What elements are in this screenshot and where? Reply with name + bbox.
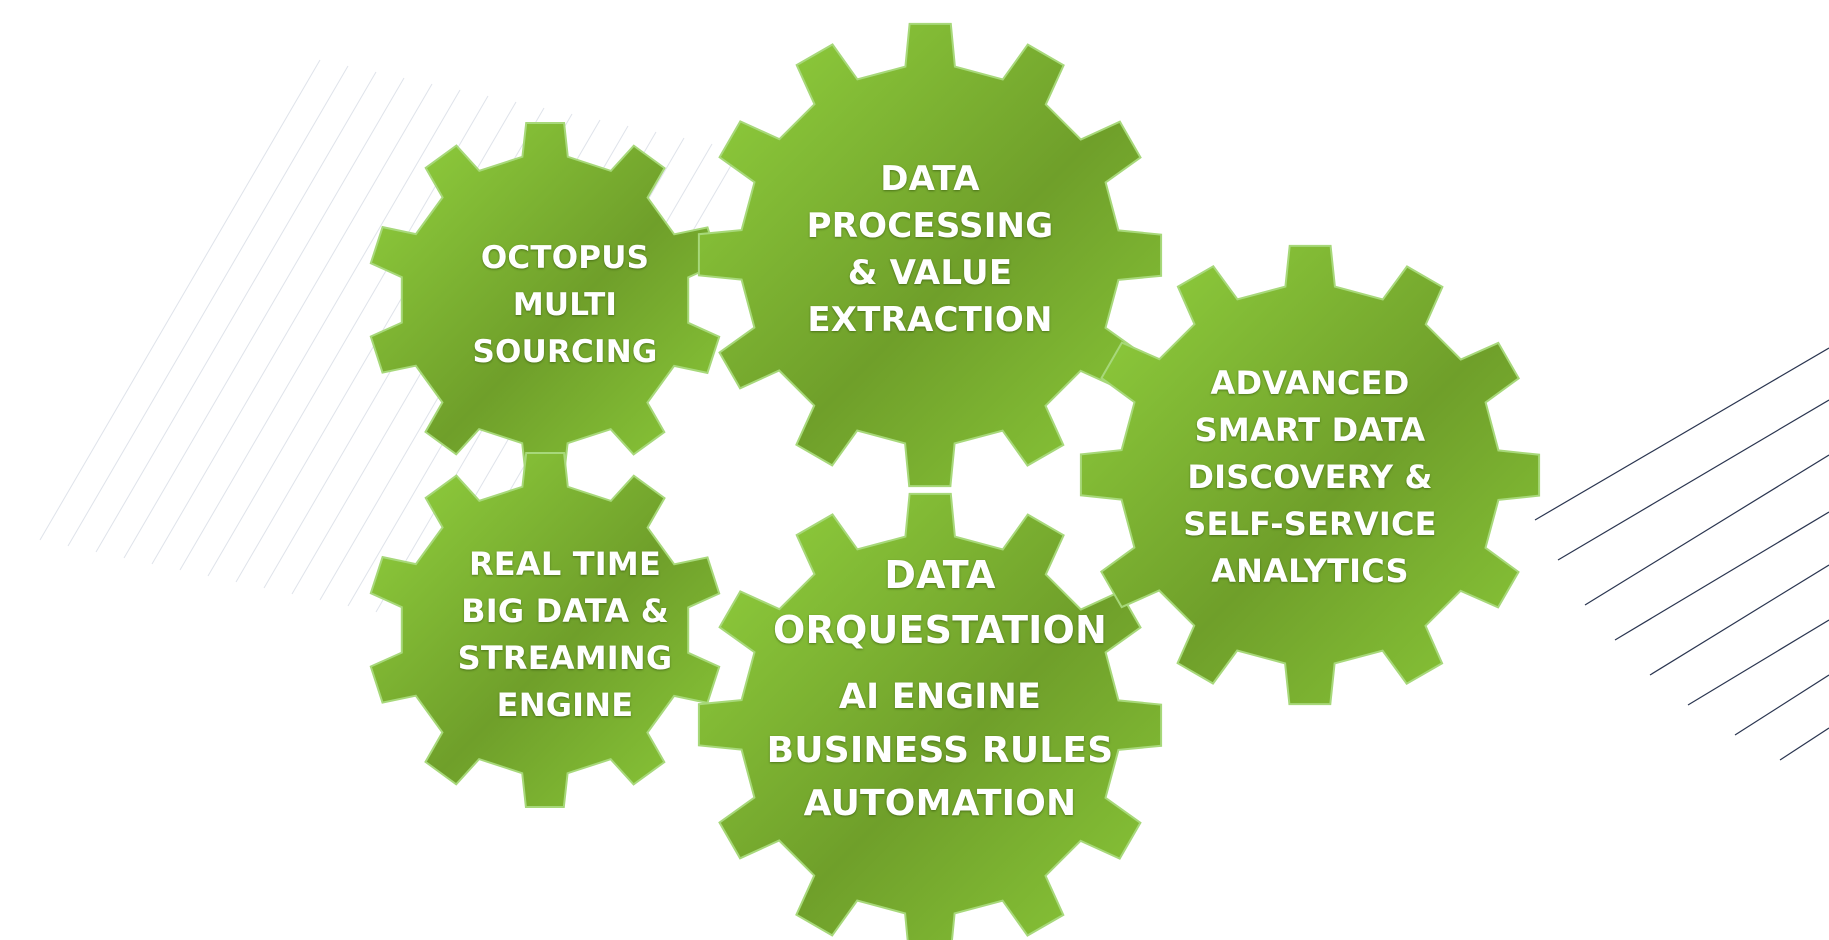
decorative-line-dark xyxy=(1534,347,1829,521)
decorative-line-dark xyxy=(1687,619,1829,706)
decorative-line-light xyxy=(123,77,405,559)
gear-icon-processing xyxy=(697,22,1163,488)
gear-text-line: ORQUESTATION xyxy=(772,608,1108,652)
gear-text-line: & VALUE xyxy=(847,253,1013,293)
gear-label-ai-engine: AI ENGINE BUSINESS RULES AUTOMATION xyxy=(740,670,1140,830)
gear-text-line: AUTOMATION xyxy=(803,782,1077,824)
gear-icon-orquestation xyxy=(697,492,1163,940)
decorative-line-light xyxy=(95,71,377,553)
gear-icon-octopus xyxy=(369,122,721,478)
gear-text-line: REAL TIME xyxy=(468,545,662,583)
gear-text-line: ENGINE xyxy=(496,686,634,724)
gear-text-line: DATA xyxy=(884,553,996,597)
gear-text-line: ANALYTICS xyxy=(1211,552,1409,590)
gear-text-line: BIG DATA & xyxy=(461,592,669,630)
gear-text-line: OCTOPUS xyxy=(480,239,650,276)
gear-text-line: DATA xyxy=(880,159,980,199)
decorative-line-dark xyxy=(1779,727,1829,761)
gear-text-line: ADVANCED xyxy=(1210,364,1410,402)
gear-label-data-orquestation: DATA ORQUESTATION xyxy=(773,548,1107,658)
gear-text-line: EXTRACTION xyxy=(807,300,1053,340)
gear-label-advanced-smart-data: ADVANCED SMART DATA DISCOVERY & SELF-SER… xyxy=(1160,360,1460,595)
gear-icon-advanced xyxy=(1079,244,1541,706)
gear-text-line: PROCESSING xyxy=(806,206,1054,246)
gear-text-line: SELF-SERVICE xyxy=(1183,505,1437,543)
gear-text-line: SOURCING xyxy=(472,333,658,370)
decorative-line-light xyxy=(39,59,321,541)
decorative-line-light xyxy=(151,83,433,565)
decorative-line-dark xyxy=(1584,454,1829,606)
gear-text-line: DISCOVERY & xyxy=(1187,458,1433,496)
decorative-line-light xyxy=(179,89,461,571)
decorative-line-dark xyxy=(1649,564,1829,676)
gear-text-line: SMART DATA xyxy=(1194,411,1426,449)
gear-text-line: BUSINESS RULES xyxy=(766,729,1114,771)
gear-label-data-processing: DATA PROCESSING & VALUE EXTRACTION xyxy=(780,155,1080,345)
gear-label-octopus-multi-sourcing: OCTOPUS MULTI SOURCING xyxy=(410,232,720,378)
gear-text-line: AI ENGINE xyxy=(838,676,1042,717)
decorative-line-light xyxy=(67,65,349,547)
decorative-line-dark xyxy=(1734,674,1829,736)
gear-text-line: MULTI xyxy=(512,286,618,323)
gear-label-real-time-big-data: REAL TIME BIG DATA & STREAMING ENGINE xyxy=(410,540,720,730)
gear-text-line: STREAMING xyxy=(457,639,673,677)
decorative-line-dark xyxy=(1557,399,1829,561)
decorative-line-dark xyxy=(1614,511,1829,641)
gear-icon-realtime xyxy=(369,452,721,808)
